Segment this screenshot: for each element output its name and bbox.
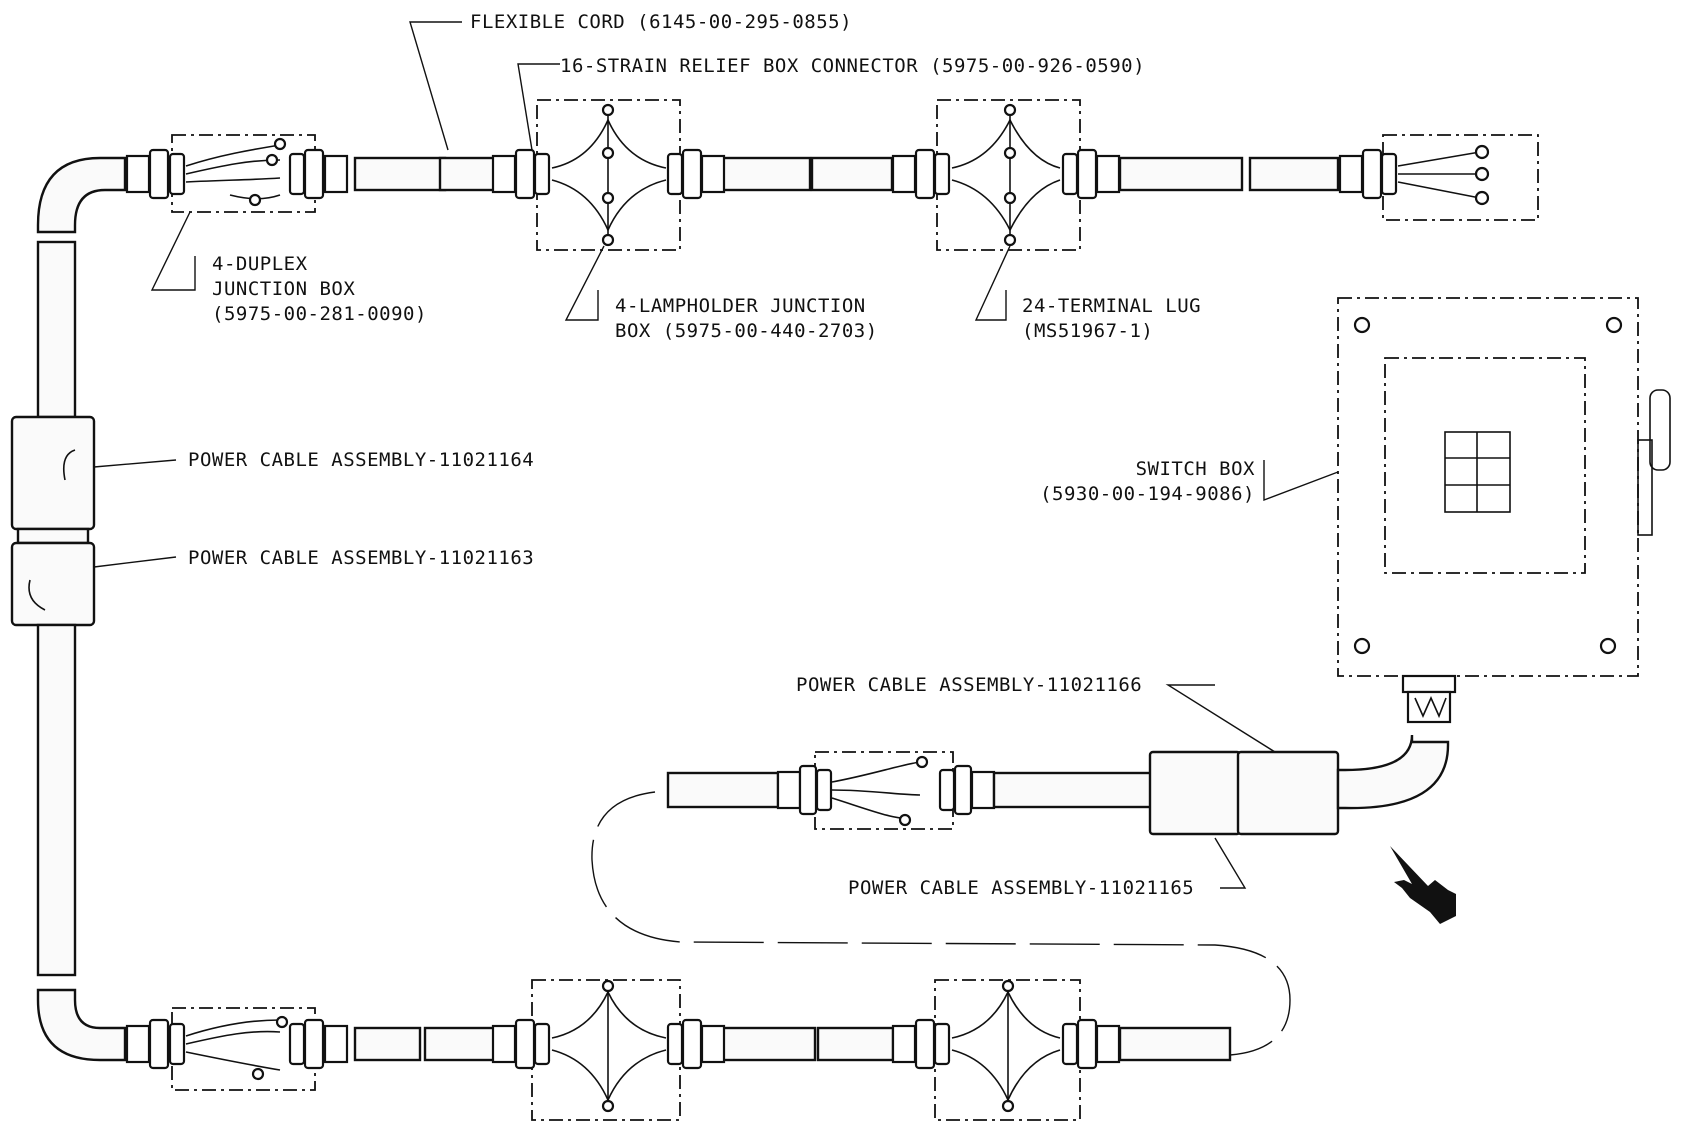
label-terminal-2: (MS51967-1): [1022, 320, 1153, 342]
label-switch-1: SWITCH BOX: [1136, 458, 1255, 480]
cable-segment: [353, 156, 447, 192]
label-duplex-1: 4-DUPLEX: [212, 253, 308, 275]
label-duplex-2: JUNCTION BOX: [212, 278, 355, 300]
cable-segment: [1118, 156, 1244, 192]
cable-segment: [1248, 156, 1340, 192]
lampholder-junction-box-top-1: [491, 99, 726, 251]
lampholder-junction-box-bottom-2: [891, 979, 1121, 1121]
connector-11021165: [1236, 750, 1340, 836]
label-terminal-1: 24-TERMINAL LUG: [1022, 295, 1201, 317]
label-pca-11021165: POWER CABLE ASSEMBLY-11021165: [848, 877, 1194, 899]
cable-loop: [591, 791, 1291, 1056]
label-pca-11021166: POWER CABLE ASSEMBLY-11021166: [796, 674, 1142, 696]
lampholder-junction-box-bottom-1: [491, 979, 726, 1121]
left-vertical-run: [10, 240, 96, 977]
lampholder-junction-box-top-2: [891, 99, 1121, 251]
connector-11021166: [1148, 750, 1242, 836]
label-pca-11021163: POWER CABLE ASSEMBLY-11021163: [188, 547, 534, 569]
lower-right-assembly: [666, 734, 1450, 836]
connector-11021164: [10, 415, 96, 531]
label-flexible-cord: FLEXIBLE CORD (6145-00-295-0855): [470, 11, 852, 33]
cable-segment: [810, 156, 894, 192]
duplex-junction-box-bottom: [125, 1007, 349, 1091]
duplex-junction-box-top: [125, 134, 349, 213]
switch-box: [1337, 297, 1671, 724]
pointing-hand-icon: [1390, 846, 1456, 924]
label-lampholder-1: 4-LAMPHOLDER JUNCTION: [615, 295, 866, 317]
label-strain-relief: 16-STRAIN RELIEF BOX CONNECTOR (5975-00-…: [560, 55, 1145, 77]
labels: FLEXIBLE CORD (6145-00-295-0855) 16-STRA…: [188, 11, 1255, 899]
label-duplex-3: (5975-00-281-0090): [212, 303, 427, 325]
leader-lines: [93, 21, 1339, 889]
connector-11021163: [10, 541, 96, 627]
end-terminal-box-top: [1338, 134, 1539, 221]
bottom-left-elbow: [36, 988, 127, 1062]
cable-segment: [718, 156, 812, 192]
label-switch-2: (5930-00-194-9086): [1040, 483, 1255, 505]
label-pca-11021164: POWER CABLE ASSEMBLY-11021164: [188, 449, 534, 471]
label-lampholder-2: BOX (5975-00-440-2703): [615, 320, 878, 342]
top-left-elbow: [36, 156, 127, 234]
switch-elbow: [1336, 734, 1450, 810]
